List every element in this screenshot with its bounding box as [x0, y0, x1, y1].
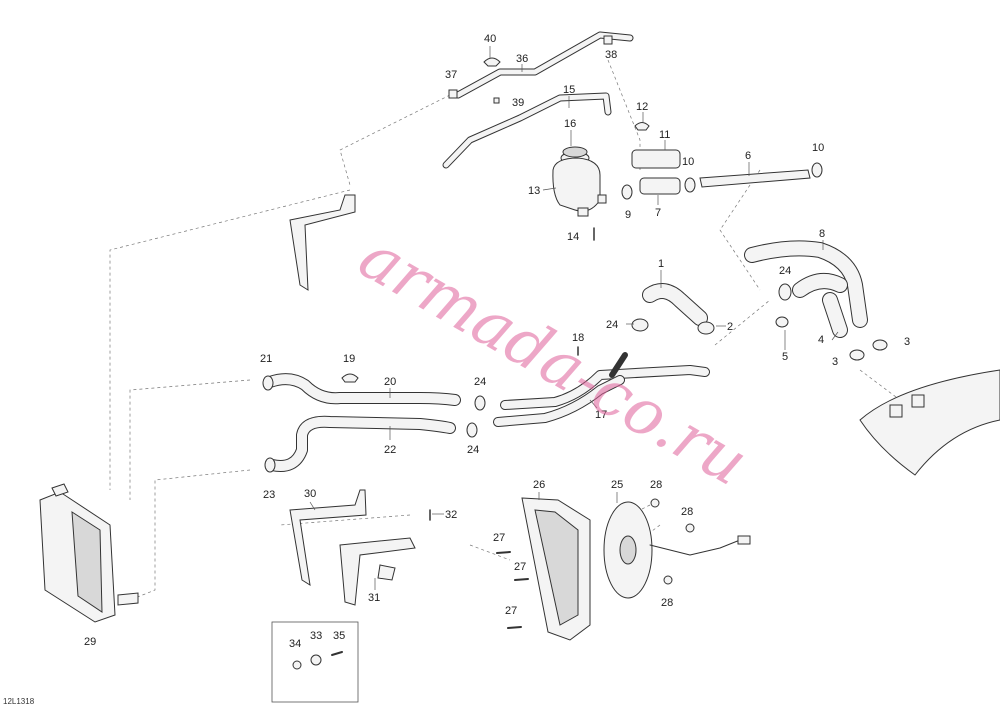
- screws-27: [496, 551, 529, 629]
- nut-28a: [650, 498, 660, 508]
- callout-25: 25: [611, 479, 623, 491]
- callout-36: 36: [516, 53, 528, 65]
- callout-28-bottom: 28: [661, 597, 673, 609]
- hose-4: [822, 292, 848, 338]
- clamp-10a: [684, 177, 696, 193]
- clamp-19: [341, 373, 359, 383]
- tube-15: [442, 92, 612, 169]
- clamp-21: [262, 375, 274, 391]
- callout-24-upper-center: 24: [474, 376, 486, 388]
- clamp-38: [603, 35, 613, 45]
- clamp-24-lower-center: [466, 422, 478, 438]
- callout-17: 17: [595, 409, 607, 421]
- callout-14: 14: [567, 231, 579, 243]
- clamp-24-upper-center: [474, 395, 486, 411]
- engine-section: [859, 369, 1000, 476]
- callout-10-top: 10: [682, 156, 694, 168]
- clamp-24-mid: [631, 318, 649, 332]
- fan-25: [603, 501, 751, 599]
- callout-15: 15: [563, 84, 575, 96]
- hose-8: [744, 240, 868, 328]
- hose-7: [639, 177, 681, 195]
- clamp-2: [697, 321, 715, 335]
- callout-24-lower-center: 24: [467, 444, 479, 456]
- cap-16: [562, 146, 588, 158]
- leader-lines: [309, 46, 839, 590]
- callout-32: 32: [445, 509, 457, 521]
- clamp-12: [634, 122, 650, 131]
- callout-7: 7: [655, 207, 661, 219]
- callout-27-bottom: 27: [505, 605, 517, 617]
- callout-20: 20: [384, 376, 396, 388]
- callout-26: 26: [533, 479, 545, 491]
- tube-22: [266, 415, 456, 472]
- callout-35: 35: [333, 630, 345, 642]
- callout-21: 21: [260, 353, 272, 365]
- callout-37: 37: [445, 69, 457, 81]
- callout-4: 4: [818, 334, 824, 346]
- tube-20: [264, 373, 461, 406]
- callout-23: 23: [263, 489, 275, 501]
- callout-19: 19: [343, 353, 355, 365]
- watermark-text: armada-co.ru: [347, 220, 760, 501]
- callout-39: 39: [512, 97, 524, 109]
- nut-28b: [685, 523, 695, 533]
- callout-5: 5: [782, 351, 788, 363]
- callout-33: 33: [310, 630, 322, 642]
- hose-11: [631, 149, 681, 169]
- clamp-24-right: [778, 283, 792, 301]
- callout-9: 9: [625, 209, 631, 221]
- clamp-23: [264, 457, 276, 473]
- callout-13: 13: [528, 185, 540, 197]
- shroud-26: [521, 497, 591, 641]
- callout-6: 6: [745, 150, 751, 162]
- clamp-3b: [872, 339, 888, 351]
- callout-10-right: 10: [812, 142, 824, 154]
- callout-2: 2: [727, 321, 733, 333]
- callout-12: 12: [636, 101, 648, 113]
- callout-28-mid: 28: [681, 506, 693, 518]
- callout-22: 22: [384, 444, 396, 456]
- callout-3-right: 3: [904, 336, 910, 348]
- callout-27-top: 27: [493, 532, 505, 544]
- clamp-40: [483, 57, 501, 67]
- callout-38: 38: [605, 49, 617, 61]
- clamp-9: [621, 184, 633, 200]
- expansion-tank-13: [552, 151, 607, 217]
- callout-1: 1: [658, 258, 664, 270]
- tie-39: [493, 97, 500, 104]
- callout-24-right: 24: [779, 265, 791, 277]
- diagram-code: 12L1318: [3, 697, 35, 706]
- clamp-3a: [849, 349, 865, 361]
- callout-18: 18: [572, 332, 584, 344]
- tube-17: [493, 352, 710, 427]
- hardware-box: [271, 621, 359, 703]
- bracket-30: [289, 489, 367, 587]
- clamp-10b: [811, 162, 823, 178]
- callout-labels: 40 36 38 37 39 15 12 16 11 10 6 10 13 9 …: [84, 33, 910, 650]
- callout-11: 11: [659, 129, 670, 141]
- bracket-31: [339, 537, 416, 606]
- pipe-6: [699, 169, 811, 188]
- callout-28-top: 28: [650, 479, 662, 491]
- callout-8: 8: [819, 228, 825, 240]
- callout-34: 34: [289, 638, 301, 650]
- callout-16: 16: [564, 118, 576, 130]
- radiator-29: [39, 483, 139, 623]
- hose-1: [642, 283, 708, 326]
- callout-24-mid: 24: [606, 319, 618, 331]
- callout-27-mid: 27: [514, 561, 526, 573]
- callout-3-lower: 3: [832, 356, 838, 368]
- clamp-37: [448, 89, 458, 99]
- callout-31: 31: [368, 592, 380, 604]
- nut-28c: [663, 575, 673, 585]
- callout-40: 40: [484, 33, 496, 45]
- clamp-5: [775, 316, 789, 328]
- callout-30: 30: [304, 488, 316, 500]
- bracket-upper-left: [289, 194, 356, 291]
- callout-29: 29: [84, 636, 96, 648]
